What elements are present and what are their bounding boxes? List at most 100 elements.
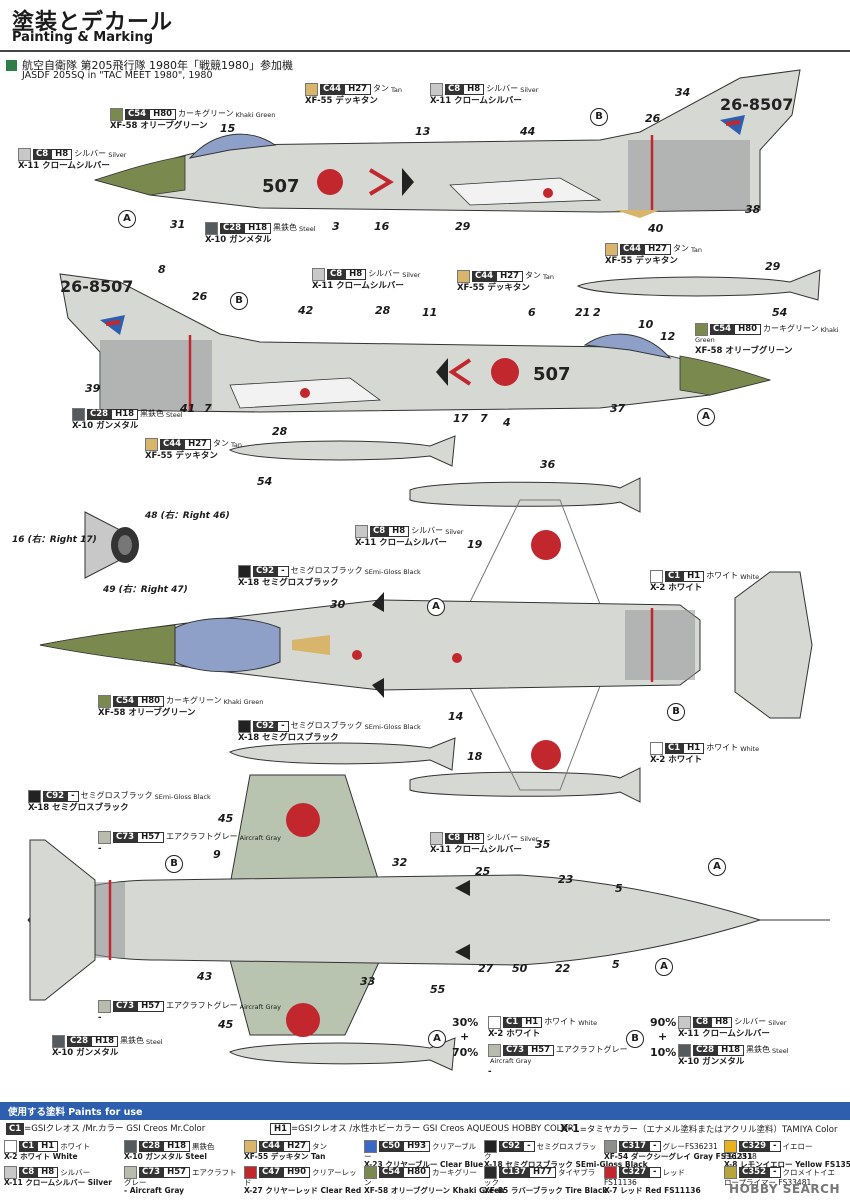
callout-jp: エアクラフトグレー: [166, 832, 238, 842]
mix-jp: シルバー: [734, 1017, 767, 1027]
callout-x: -: [98, 1013, 102, 1023]
callout-x: X-10 ガンメタル: [205, 235, 272, 245]
mix-a-marker: A: [708, 858, 726, 876]
swatch-steel: [52, 1035, 65, 1048]
callout-jp: エアクラフトグレー: [166, 1001, 238, 1011]
callout-gsi: C54: [710, 323, 735, 336]
callout-x: X-18 セミグロスブラック: [238, 733, 339, 743]
part-number: 29: [455, 220, 471, 233]
part-number: 32: [392, 856, 408, 869]
callout-gsi: C28: [220, 222, 245, 235]
paint-code: C47: [259, 1167, 284, 1178]
paint-h-code: H93: [403, 1141, 431, 1152]
swatch-steel: [678, 1044, 691, 1057]
callout-en: Silver: [520, 86, 539, 94]
paint-h-code: -: [648, 1141, 661, 1152]
callout-jp: タン: [213, 439, 230, 449]
paint-x-code: XF-58 オリーブグリーン Khaki Green: [364, 1186, 505, 1196]
swatch-semi-gloss-black: [238, 565, 251, 578]
callout-en: Khaki Green: [223, 698, 264, 706]
mix-x: X-2 ホワイト: [488, 1029, 541, 1039]
part-number: 11: [422, 306, 438, 319]
part-number: 26: [645, 112, 661, 125]
swatch-silver: [430, 83, 443, 96]
callout-en: Steel: [166, 411, 183, 419]
part-number: 29: [765, 260, 781, 273]
swatch-aircraft-gray: [98, 1000, 111, 1013]
callout-jp: セミグロスブラック: [80, 791, 153, 801]
part-number: 41: [180, 402, 196, 415]
swatch-aircraft-gray: [98, 831, 111, 844]
callout-h: H27: [344, 83, 372, 96]
callout-gsi: C8: [370, 525, 389, 538]
note-code: C1: [6, 1122, 25, 1135]
paint-x-code: X-8 レモンイエロー Yellow FS13538: [724, 1160, 850, 1170]
callout-x: XF-58 オリーブグリーン: [110, 121, 208, 131]
note-text: =GSIクレオス /Mr.カラー GSI Creos Mr.Color: [24, 1124, 206, 1134]
callout-h: H80: [149, 108, 177, 121]
mix-b-percent-1: 90%: [650, 1016, 677, 1029]
callout-gsi: C8: [445, 832, 464, 845]
top-view: [39, 477, 813, 803]
part-number: 25: [475, 865, 491, 878]
callout-h: -: [277, 720, 289, 733]
mix-gsi: C73: [503, 1044, 528, 1057]
callout-en: Steel: [146, 1038, 163, 1046]
callout-x: XF-55 デッキタン: [605, 256, 678, 266]
paint-h-code: H80: [403, 1167, 431, 1178]
mix-b-marker: B: [230, 292, 248, 310]
callout-jp: シルバー: [486, 833, 519, 843]
mix-h: H57: [527, 1044, 555, 1057]
part-number: 38: [745, 203, 761, 216]
paint-swatch: [604, 1140, 617, 1153]
callout-jp: タン: [525, 271, 542, 281]
part-number: 31: [170, 218, 186, 231]
part-number: 50: [512, 962, 528, 975]
paint-code: C1: [19, 1141, 38, 1152]
callout-h: H18: [244, 222, 272, 235]
callout-gsi: C54: [125, 108, 150, 121]
unit-title-jp: 航空自衛隊 第205飛行隊 1980年「戦競1980」参加機: [22, 59, 293, 72]
part-number: 7: [480, 412, 488, 425]
paint-x-code: - Aircraft Gray: [124, 1186, 185, 1196]
mix-gsi: C28: [693, 1044, 718, 1057]
part-number: 3: [332, 220, 340, 233]
nose-number-right: 507: [533, 364, 571, 385]
part-number: 2: [593, 306, 601, 319]
mix-gsi: C1: [503, 1016, 522, 1029]
paint-swatch: [4, 1140, 17, 1153]
callout-h: -: [277, 565, 289, 578]
callout-gsi: C8: [445, 83, 464, 96]
paint-name-jp: セミグロスブラック: [484, 1142, 597, 1161]
paint-code: C137: [499, 1167, 529, 1178]
paint-x-code: X-7 レッド Red FS11136: [604, 1186, 701, 1196]
mix-en: Aircraft Gray: [490, 1057, 532, 1065]
side-view-left: 26-8507 507: [93, 69, 801, 218]
mix-en: Silver: [768, 1019, 787, 1027]
callout-gsi: C1: [665, 742, 684, 755]
callout-x: X-2 ホワイト: [650, 583, 703, 593]
part-number: 26: [192, 290, 208, 303]
part-number: 27: [478, 962, 494, 975]
paint-name-jp: レッド FS11136: [604, 1168, 686, 1187]
paint-x-code: XF-54 ダークシーグレイ Gray FS36231: [604, 1152, 753, 1161]
mix-a-marker: A: [655, 958, 673, 976]
callout-en: Tan: [543, 273, 555, 281]
part-number: 13: [415, 125, 431, 138]
part-number: 23: [558, 873, 574, 886]
part-number: 17: [453, 412, 469, 425]
callout-gsi: C92: [253, 720, 278, 733]
plus-icon: +: [460, 1030, 470, 1043]
